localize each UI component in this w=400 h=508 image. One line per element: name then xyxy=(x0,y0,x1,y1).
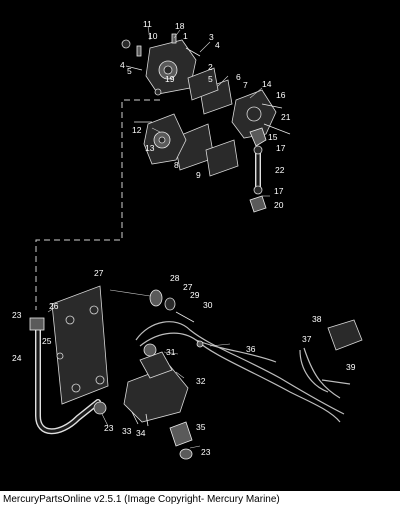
hose-fitting xyxy=(249,195,267,213)
callout-4: 4 xyxy=(120,60,125,70)
callout-13: 13 xyxy=(145,143,155,153)
hose-clamp xyxy=(29,317,45,331)
callout-27: 27 xyxy=(94,268,104,278)
coil-bracket xyxy=(139,351,173,379)
callout-9: 9 xyxy=(196,170,201,180)
callout-7: 7 xyxy=(243,80,248,90)
callout-8: 8 xyxy=(174,160,179,170)
mounting-plate xyxy=(51,285,109,405)
callout-1: 1 xyxy=(183,31,188,41)
callout-5: 5 xyxy=(127,66,132,76)
callout-11: 11 xyxy=(143,19,152,29)
callout-26: 26 xyxy=(49,301,59,311)
exploded-parts-diagram: 11 18 10 1 3 4 2 5 4 5 19 6 7 14 16 12 2… xyxy=(12,19,363,460)
spark-plug-boot xyxy=(169,421,193,447)
washer-part xyxy=(149,289,163,307)
callout-20: 20 xyxy=(274,200,284,210)
elbow-fitting xyxy=(249,127,267,147)
callout-28: 28 xyxy=(170,273,180,283)
callout-15: 15 xyxy=(268,132,278,142)
callout-6: 6 xyxy=(236,72,241,82)
callout-numbers: 11 18 10 1 3 4 2 5 4 5 19 6 7 14 16 12 2… xyxy=(12,19,356,457)
callout-27: 27 xyxy=(183,282,193,292)
fuel-line-dashed-route xyxy=(35,99,160,310)
callout-23: 23 xyxy=(104,423,114,433)
callout-25: 25 xyxy=(42,336,52,346)
callout-4: 4 xyxy=(215,40,220,50)
callout-22: 22 xyxy=(275,165,285,175)
pump-diaphragm-lower xyxy=(205,139,239,177)
wire-connector xyxy=(196,340,204,348)
callout-34: 34 xyxy=(136,428,146,438)
callout-36: 36 xyxy=(246,344,256,354)
callout-23: 23 xyxy=(12,310,22,320)
callout-12: 12 xyxy=(132,125,142,135)
callout-29: 29 xyxy=(190,290,200,300)
callout-5: 5 xyxy=(208,74,213,84)
callout-19: 19 xyxy=(165,74,175,84)
callout-2: 2 xyxy=(208,62,213,72)
callout-23: 23 xyxy=(201,447,211,457)
fuel-pump-upper-assembly xyxy=(121,25,291,213)
callout-37: 37 xyxy=(302,334,312,344)
copyright-footer: MercuryPartsOnline v2.5.1 (Image Copyrig… xyxy=(0,491,400,508)
callout-21: 21 xyxy=(281,112,291,122)
callout-39: 39 xyxy=(346,362,356,372)
callout-35: 35 xyxy=(196,422,206,432)
callout-33: 33 xyxy=(122,426,132,436)
callout-10: 10 xyxy=(148,31,158,41)
callout-18: 18 xyxy=(175,21,185,31)
washer-part xyxy=(121,39,131,49)
callout-3: 3 xyxy=(209,32,214,42)
screw-part xyxy=(136,45,142,57)
callout-24: 24 xyxy=(12,353,22,363)
callout-32: 32 xyxy=(196,376,206,386)
callout-17: 17 xyxy=(276,143,286,153)
callout-31: 31 xyxy=(166,347,176,357)
callout-30: 30 xyxy=(203,300,213,310)
harness-connector xyxy=(327,319,363,351)
callout-17: 17 xyxy=(274,186,284,196)
callout-38: 38 xyxy=(312,314,322,324)
callout-14: 14 xyxy=(262,79,272,89)
screw-part xyxy=(171,33,177,44)
callout-16: 16 xyxy=(276,90,286,100)
mounting-bracket-assembly xyxy=(29,285,363,460)
